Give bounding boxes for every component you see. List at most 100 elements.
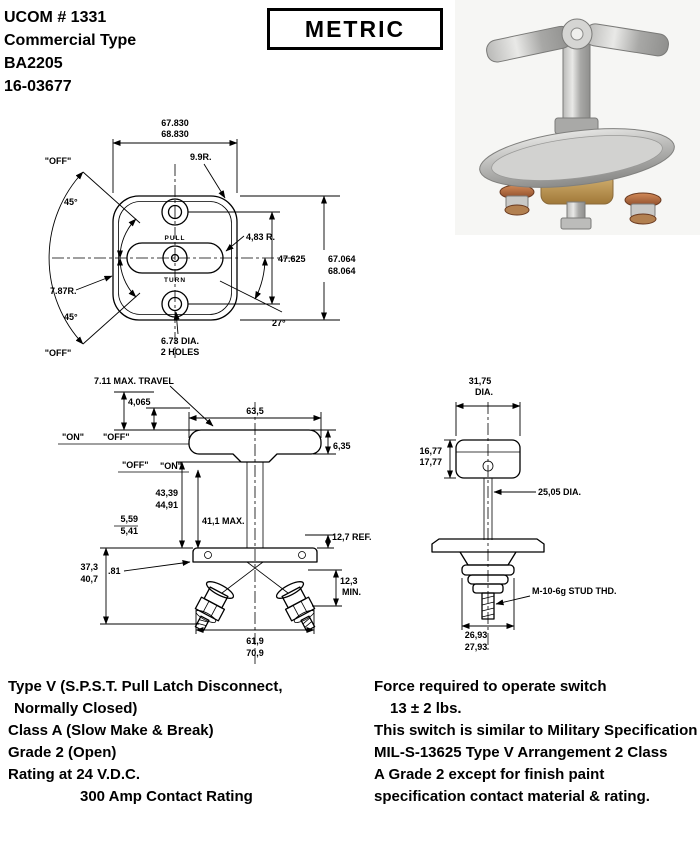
top-view-drawing: PULL TURN 67.830 68.830 9.9R. "OFF" 45° … [45,118,356,358]
photo-terminal-right [624,192,662,225]
dim-base-width-a: 61,9 [246,636,264,646]
travel-dim-lines [114,385,214,431]
metric-label: METRIC [304,15,406,42]
metric-box: METRIC [267,8,443,50]
note-holes-qty: 2 HOLES [161,347,200,357]
dim-handle-thickness: 6,35 [333,441,351,451]
side-view-drawing: 31,75 DIA. 16,77 17,77 25,05 DIA. [419,376,617,652]
corner-radius-leader [203,163,226,199]
handle-width-dim [188,412,322,438]
dim-corner-radius: 9.9R. [190,152,212,162]
face-text-turn: TURN [164,277,186,284]
dim-height-a: 67.064 [328,254,356,264]
part-line-2: Commercial Type [4,32,137,49]
height-dim-lines [176,461,241,549]
dim-angle-slot: 27° [272,318,286,328]
top-dia-dim [455,402,521,436]
dim-width-b: 68.830 [161,129,189,139]
dim-stem-max: 41,1 MAX. [202,516,245,526]
dim-travel: 7.11 MAX. TRAVEL [94,376,174,386]
label-on-upper: "ON" [62,432,84,442]
handle-thickness-dim [311,429,336,455]
spec-line: MIL-S-13625 Type V Arrangement 2 Class [374,744,668,761]
depth-dim-lines [100,547,199,625]
terminal-stud-left [194,581,235,632]
label-off-upper: "OFF" [45,156,72,166]
dim-height-b: 68.064 [328,266,356,276]
dim-height-a: 43,39 [155,488,178,498]
off-position-arcs [48,171,141,345]
lobe-radius-leader [75,275,113,291]
dim-width-a: 67.830 [161,118,189,128]
dim-bracket-a: 16,77 [419,446,442,456]
spec-line: 300 Amp Contact Rating [80,788,253,805]
slot-angle-lines [219,257,283,313]
flange-step-leader [123,560,191,572]
ref-dim-lines [305,534,334,549]
note-holes-dia: 6.73 DIA. [161,336,199,346]
dim-mid-dia: 25,05 DIA. [538,487,581,497]
dim-depth-b: 40,7 [80,574,98,584]
dim-bracket-b: 17,77 [419,457,442,467]
photo-mounting-flange [479,128,675,188]
dim-base-width-b: 70,9 [246,648,264,658]
front-view-drawing: 7.11 MAX. TRAVEL 4,065 63,5 "ON" "OFF" "… [58,376,372,664]
spec-line: Grade 2 (Open) [8,744,117,761]
spec-line: 13 ± 2 lbs. [390,700,462,717]
dim-ref: 12,7 REF. [332,532,372,542]
spec-notes-left: Type V (S.P.S.T. Pull Latch Disconnect, … [8,676,368,808]
stud-thread-leader [495,595,531,606]
base-width-dim [195,610,315,634]
dim-hole-spacing: 47.625 [278,254,306,264]
spec-line: A Grade 2 except for finish paint [374,766,605,783]
spec-line: This switch is similar to Military Speci… [374,722,698,739]
dim-angle-lower: 45° [64,312,78,322]
hole-spacing-dim [188,211,280,305]
bracket-height-dim [444,439,456,479]
dim-dia-b: DIA. [475,387,493,397]
dim-step-b: 5,41 [120,526,138,536]
label-off-lower: "OFF" [45,348,72,358]
overall-height-dim [240,195,340,321]
stud-outline [481,592,495,620]
dim-step-a: 5,59 [120,514,138,524]
t-handle-outline [188,429,322,548]
dim-handle-width: 63,5 [246,406,264,416]
dim-angle-upper: 45° [64,197,78,207]
dim-lobe-radius: 7.87R. [50,286,77,296]
dim-stud-thread: M-10-6g STUD THD. [532,586,617,596]
dim-step-c: .81 [108,566,121,576]
part-line-1: UCOM # 1331 [4,9,107,26]
spec-line: Type V (S.P.S.T. Pull Latch Disconnect, [8,678,283,695]
switch-photo [455,0,700,235]
label-on-lower: "ON" [160,461,182,471]
face-text-pull: PULL [165,235,186,242]
holes-note-leader [173,311,180,335]
dim-clearance-b: MIN. [342,587,361,597]
spec-line: Rating at 24 V.D.C. [8,766,140,783]
terminal-stud-right [275,581,316,632]
dim-hex-b: 27,93 [465,642,488,652]
bracket-outline [455,439,521,540]
dim-width-lines [112,139,238,193]
dim-height-b: 44,91 [155,500,178,510]
spec-line: Normally Closed) [14,700,138,717]
dim-slot-radius: 4,83 R. [246,232,275,242]
spec-line: Class A (Slow Make & Break) [8,722,214,739]
dim-dia-a: 31,75 [469,376,492,386]
clearance-dim-lines [308,569,342,607]
dim-hex-a: 26,93 [465,630,488,640]
part-header: UCOM # 1331 Commercial Type BA2205 16-03… [4,6,136,98]
mounting-flange-outline [192,547,318,594]
dim-clearance-a: 12,3 [340,576,358,586]
dim-travel-min: 4,065 [128,397,151,407]
spec-line: Force required to operate switch [374,678,607,695]
position-reference-lines [58,443,189,473]
slot-radius-leader [225,235,245,252]
spec-line: specification contact material & rating. [374,788,650,805]
part-line-4: 16-03677 [4,78,72,95]
spec-notes-right: Force required to operate switch 13 ± 2 … [374,676,698,808]
label-off-upper: "OFF" [103,432,130,442]
part-line-3: BA2205 [4,55,63,72]
